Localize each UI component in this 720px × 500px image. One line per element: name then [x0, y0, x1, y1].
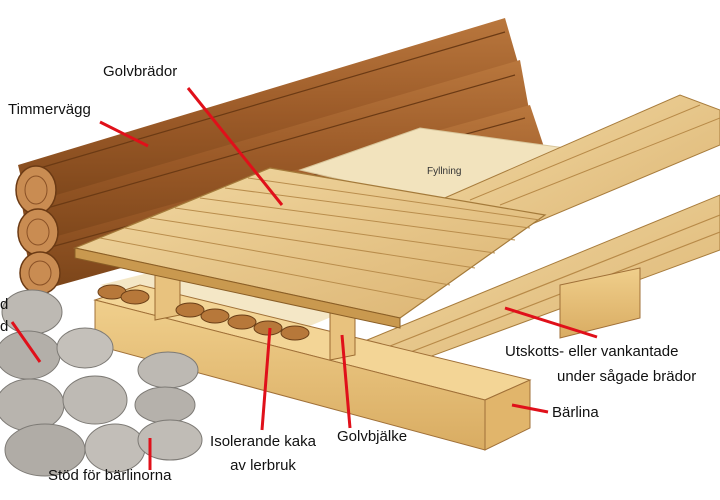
leader-stenfot	[10, 321, 42, 363]
label-golvbjalke: Golvbjälke	[337, 428, 408, 445]
label-isolerande-line-2: av lerbruk	[230, 457, 296, 474]
label-utskotts-line-1: Utskotts- eller vankantade	[505, 343, 679, 360]
label-utskotts-line-2: under sågade brädor	[557, 368, 697, 385]
label-golvbrador: Golvbrädor	[103, 63, 178, 80]
floor-boards	[72, 167, 547, 329]
leader-isolerande	[260, 327, 272, 431]
label-isolerande-line-1: Isolerande kaka	[210, 433, 316, 450]
leader-golvbjalke	[340, 334, 352, 429]
label-stenfot-1: d	[0, 296, 9, 313]
stone-foundation	[0, 289, 203, 477]
leader-barlina	[511, 403, 549, 414]
label-stenfot-2: d	[0, 318, 9, 335]
leader-timmervagg	[99, 120, 149, 148]
leader-golvbrador	[186, 87, 284, 206]
label-fyllning: Fyllning	[427, 166, 462, 177]
leader-utskotts	[504, 306, 598, 339]
label-timmervagg: Timmervägg	[8, 101, 91, 118]
leader-lines	[10, 87, 598, 470]
label-barlina: Bärlina	[552, 404, 599, 421]
clay-insulation	[97, 284, 310, 341]
label-stod: Stöd för bärlinorna	[48, 467, 172, 484]
